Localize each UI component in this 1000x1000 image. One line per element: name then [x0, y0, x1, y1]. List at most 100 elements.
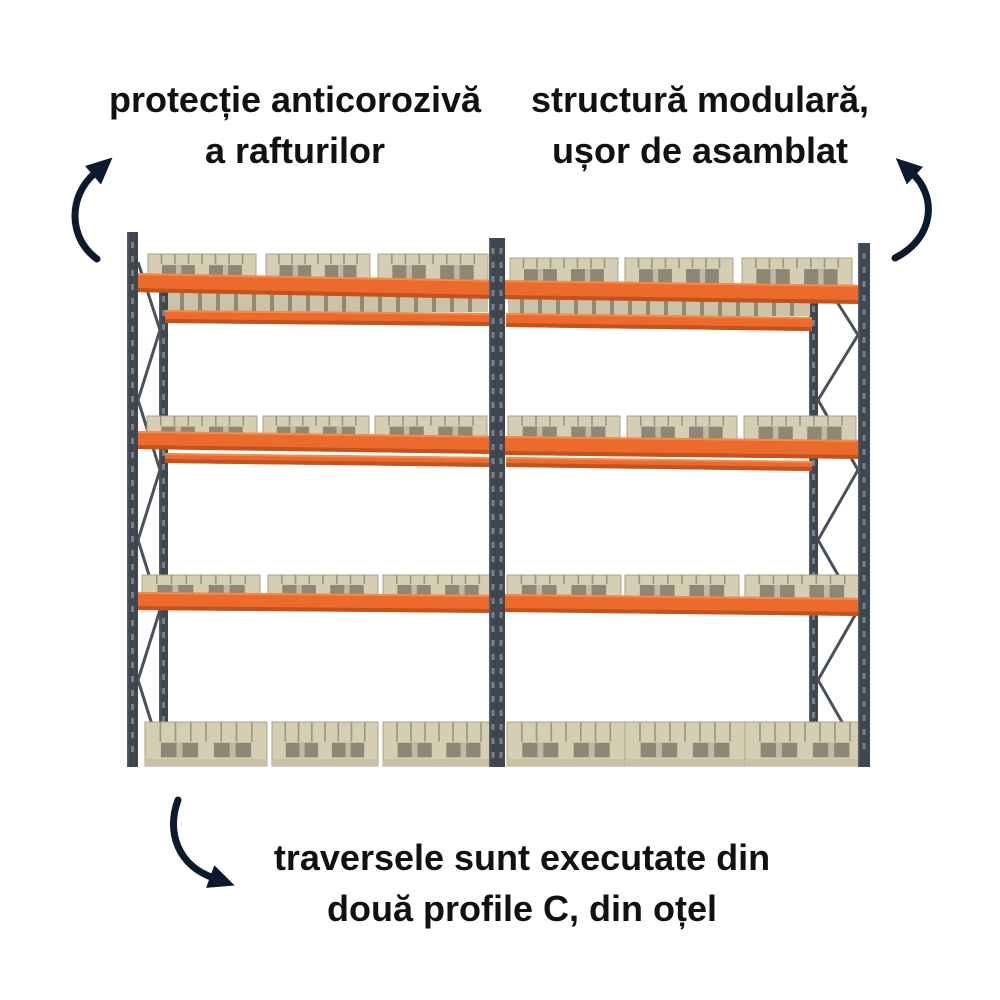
pallet-inner-block: [828, 742, 835, 758]
pallet-deck-slats: [275, 416, 357, 426]
pallet-inner-block: [699, 269, 706, 285]
pallet-deck-slats: [755, 258, 840, 269]
pallet-inner-block: [454, 265, 460, 281]
upright-front-middle-perforations: [491, 248, 503, 758]
upright-front-right-perforations: [862, 253, 866, 749]
pallet-inner-block: [175, 265, 182, 281]
upright-back-right-perforations: [812, 278, 815, 746]
pallet-underside-gaps: [180, 292, 472, 312]
callout-line-1: traversele sunt executate din: [273, 837, 771, 878]
pallet-inner-block: [460, 742, 467, 758]
beam-back-middle-left-highlight: [164, 453, 491, 459]
pallet-inner-block: [654, 585, 660, 598]
pallet-inner-block: [655, 426, 661, 440]
beam-back-top-left-highlight: [164, 310, 491, 315]
pallet-deck-slats: [637, 258, 721, 269]
pallet-deck-slats: [521, 416, 607, 426]
callout-steel-beams: traversele sunt executate din două profi…: [222, 832, 822, 934]
callout-line-1: structură modulară,: [530, 79, 870, 120]
pallet-inner-block: [229, 742, 236, 758]
callout-corrosion-protection: protecție anticorozivă a rafturilor: [85, 74, 505, 176]
beam-front-lower-left-lip: [133, 606, 497, 613]
beam-front-top-left-lip: [133, 288, 497, 299]
arrow-head: [895, 158, 923, 185]
pallet-inner-block: [411, 742, 418, 758]
callout-line-2: ușor de asamblat: [551, 130, 849, 171]
pallet-deck-slats: [388, 416, 474, 426]
pallet-inner-block: [824, 585, 830, 598]
pallet-inner-block: [652, 269, 659, 285]
beam-back-top-right-highlight: [505, 313, 813, 319]
pallet-deck-slats: [639, 722, 731, 742]
pallet-inner-block: [459, 585, 465, 598]
pallet-inner-block: [403, 426, 410, 440]
pallet-inner-block: [588, 742, 595, 758]
pallet-deck-slats: [391, 254, 476, 265]
pallet-inner-block: [406, 265, 412, 281]
pallet-bottom-board: [625, 759, 745, 766]
pallet-inner-block: [770, 269, 776, 285]
pallet-inner-block: [821, 426, 828, 440]
callout-line-1: protecție anticorozivă: [108, 79, 482, 120]
arrow-head: [85, 157, 113, 185]
pallet-inner-block: [336, 426, 342, 440]
pallet-deck-slats: [159, 722, 253, 742]
pallet-inner-block: [344, 585, 350, 598]
upright-front-left-perforations: [131, 242, 134, 752]
pallet-inner-block: [708, 742, 715, 758]
beam-back-top-right-lip: [506, 323, 812, 331]
pallet-inner-block: [411, 585, 417, 598]
frame-bracing-right: [816, 271, 860, 751]
beam-back-middle-right-lip: [506, 463, 812, 471]
pallet-inner-block: [338, 265, 344, 281]
pallet-inner-block: [296, 585, 302, 598]
pallet-deck-slats: [156, 575, 247, 584]
pallet-deck-slats: [640, 416, 725, 426]
pallet-underside-gaps: [520, 296, 794, 316]
beam-front-lower-left-highlight: [132, 592, 498, 597]
pallet-inner-block: [537, 269, 544, 285]
beam-front-top-right-lip: [503, 295, 866, 304]
pallet-deck-slats: [757, 416, 843, 426]
pallet-deck-slats: [284, 722, 366, 742]
pallet: [144, 721, 268, 767]
pallet-inner-block: [703, 426, 709, 440]
pallet-inner-block: [772, 426, 779, 440]
pallet-deck-slats: [522, 258, 606, 269]
beam-back-middle-left-lip: [165, 459, 490, 467]
pallet-deck-slats: [638, 575, 726, 584]
upright-back-right: [809, 268, 818, 762]
upright-front-middle: [489, 238, 505, 767]
pallet-inner-block: [776, 742, 782, 758]
pallet-inner-block: [537, 742, 544, 758]
pallet-bottom-board: [383, 759, 495, 766]
rack-front-layer: [127, 232, 870, 767]
pallet-deck-slats: [758, 575, 846, 584]
beam-back-top-left-lip: [165, 319, 490, 326]
beam-front-lower-right-lip: [503, 608, 866, 616]
pallet-bottom-board: [145, 759, 267, 766]
pallet-inner-block: [176, 742, 183, 758]
rack-back-layer: [136, 258, 860, 762]
pallet-inner-block: [299, 742, 305, 758]
pallet-inner-block: [584, 269, 591, 285]
pallet-inner-block: [452, 426, 459, 440]
arrow-shaft: [71, 169, 101, 263]
pallet-deck-slats: [160, 416, 245, 426]
curved-arrow-up-left-icon: [891, 158, 932, 262]
pallet-inner-block: [704, 585, 710, 598]
beam-front-middle-right-lip: [503, 451, 866, 459]
pallet: [271, 721, 379, 767]
pallet-bottom-board: [745, 759, 865, 766]
pallet-inner-block: [585, 426, 592, 440]
pallet-deck-slats: [281, 575, 366, 584]
pallet-inner-block: [536, 585, 542, 598]
pallet: [506, 721, 626, 767]
pallet-deck-slats: [160, 254, 244, 265]
pallet-inner-block: [656, 742, 662, 758]
pallet: [624, 721, 746, 767]
pallet-bottom-board: [507, 759, 625, 766]
pallet-inner-block: [536, 426, 543, 440]
